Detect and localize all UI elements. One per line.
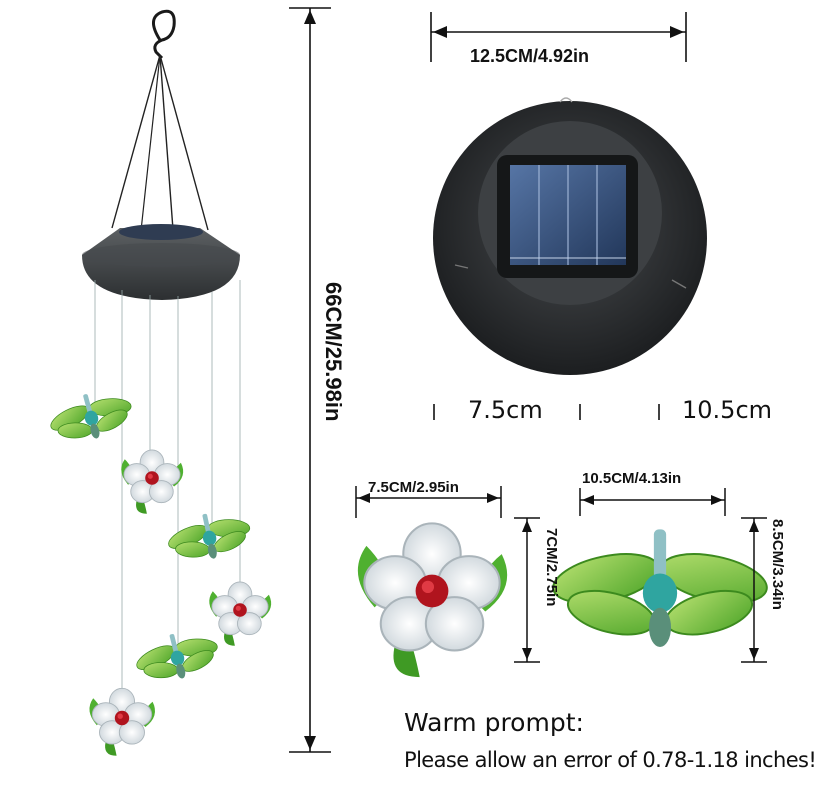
dragonfly-width-label: 10.5CM/4.13in [582,470,682,487]
dragonfly-height-label: 8.5CM/3.34in [769,519,786,610]
flower-width-label: 7.5CM/2.95in [368,479,459,496]
total-height-label: 66CM/25.98in [321,282,346,422]
flower-pendant-image [356,522,509,679]
inner-right-label: 10.5cm [682,396,773,424]
wind-chime-image [42,9,272,757]
warm-prompt-title: Warm prompt: [404,708,584,737]
flower-height-label: 7CM/2.75in [543,528,560,607]
inner-left-label: 7.5cm [468,396,543,424]
warm-prompt-body: Please allow an error of 0.78-1.18 inche… [404,748,816,772]
top-width-label: 12.5CM/4.92in [470,46,590,66]
solar-lid-image [433,97,707,375]
dragonfly-pendant-image [547,528,773,649]
